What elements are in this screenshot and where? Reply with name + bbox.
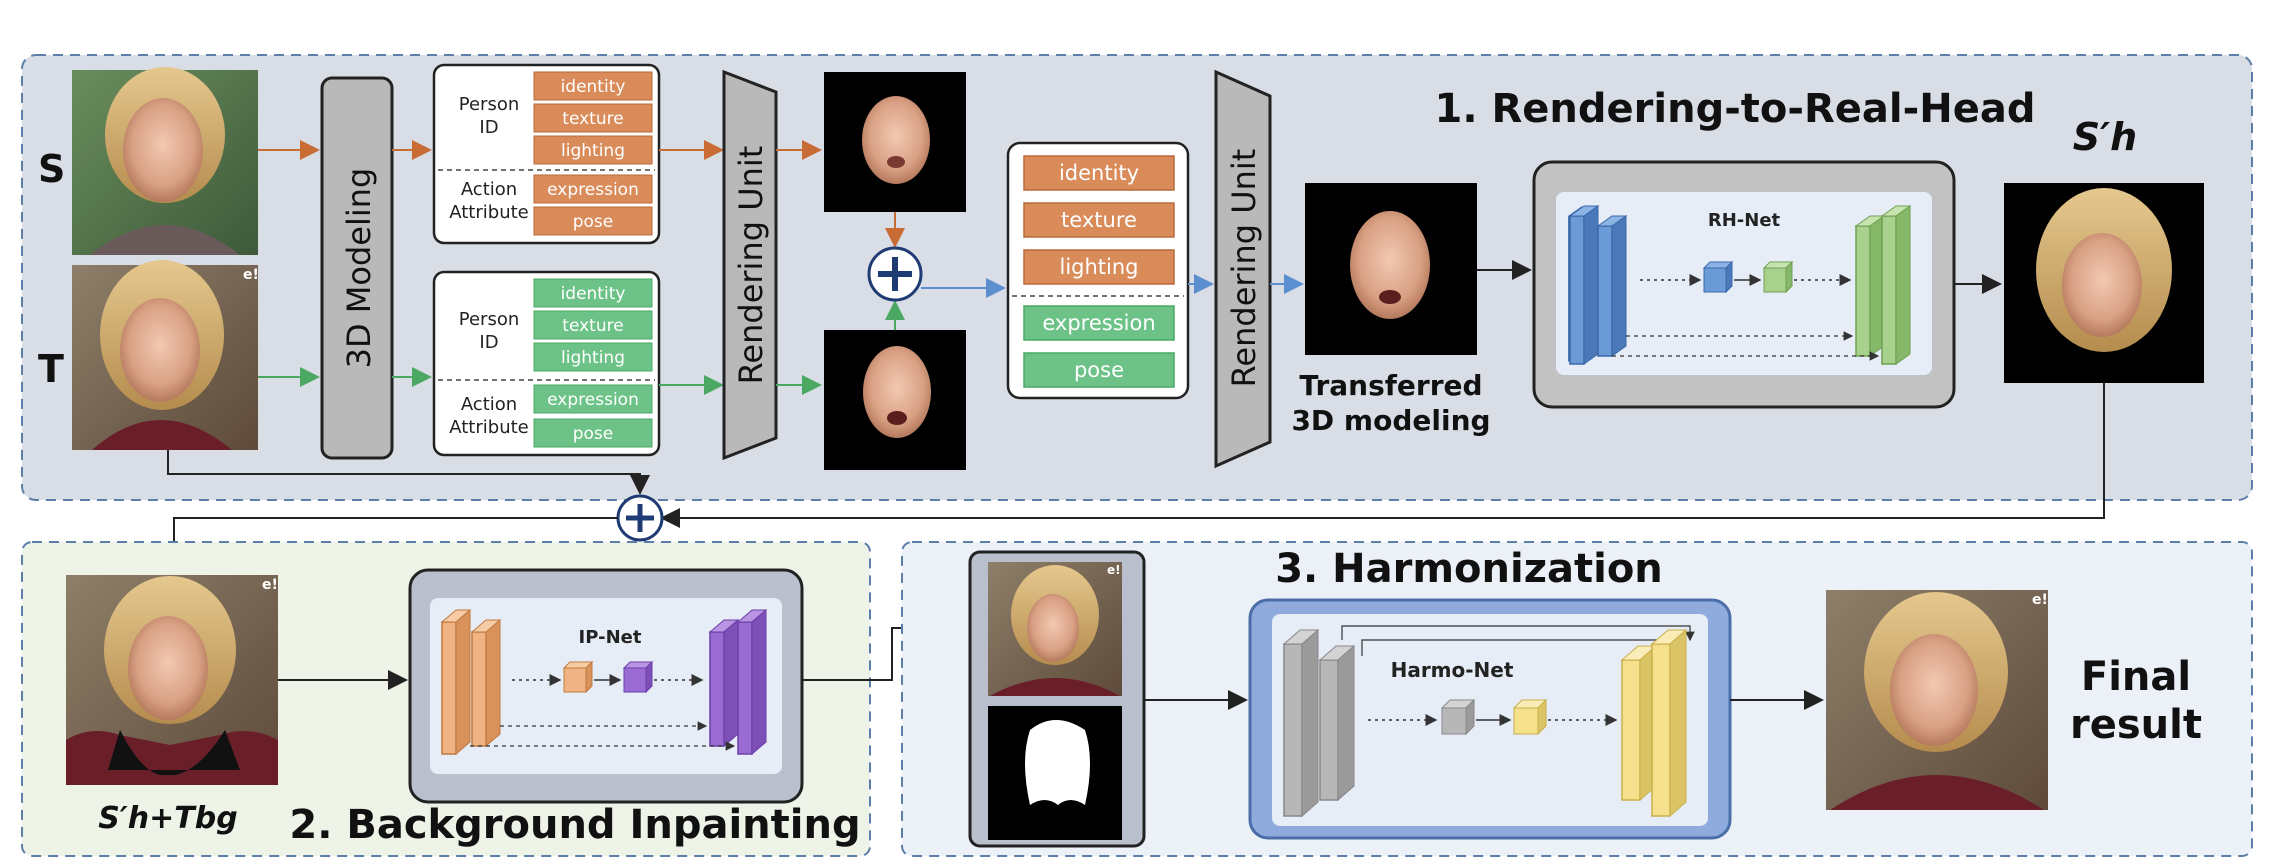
- watermark-stage3: e!: [1107, 563, 1121, 577]
- rendering-unit-2-label: Rendering Unit: [1225, 149, 1263, 388]
- target-params-box: Person ID Action Attribute identity text…: [432, 270, 661, 457]
- watermark-t: e!: [243, 267, 259, 283]
- stage2-input-image: e!: [66, 575, 278, 785]
- ip-net-box: IP-Net: [408, 568, 804, 804]
- target-action-label-2: Attribute: [449, 417, 528, 438]
- final-label-2: result: [2070, 702, 2202, 748]
- source-person-label-1: Person: [459, 94, 520, 115]
- stage2-title: 2. Background Inpainting: [289, 802, 860, 848]
- target-person-label-1: Person: [459, 309, 520, 330]
- source-param-identity: identity: [561, 77, 626, 97]
- harmo-net-box: Harmo-Net: [1248, 598, 1732, 840]
- target-param-lighting: lighting: [561, 348, 625, 368]
- watermark-stage2: e!: [262, 577, 278, 593]
- watermark-final: e!: [2032, 592, 2048, 608]
- rendered-source-face: [824, 72, 966, 212]
- 3d-modeling-box: [320, 76, 394, 460]
- rendering-unit-1: Rendering Unit: [722, 69, 778, 461]
- transferred-label-2: 3D modeling: [1291, 404, 1490, 437]
- combined-param-lighting: lighting: [1059, 255, 1138, 279]
- target-param-expression: expression: [547, 390, 639, 410]
- final-label-1: Final: [2081, 654, 2191, 700]
- source-photo: [72, 67, 258, 255]
- source-person-label-2: ID: [479, 117, 498, 138]
- rh-net-label: RH-Net: [1708, 210, 1781, 231]
- final-result-image: e!: [1826, 590, 2048, 810]
- transferred-face: [1305, 183, 1477, 355]
- transferred-label-1: Transferred: [1299, 369, 1482, 402]
- combine-plus-icon-1: [867, 246, 923, 302]
- harmo-net-label: Harmo-Net: [1391, 658, 1514, 682]
- ip-net-label: IP-Net: [579, 627, 642, 648]
- label-s: S: [38, 147, 65, 191]
- source-param-texture: texture: [562, 109, 623, 129]
- combined-params-box: identity texture lighting expression pos…: [1006, 141, 1190, 400]
- rendering-unit-1-label: Rendering Unit: [732, 146, 770, 385]
- target-photo: e!: [72, 260, 259, 450]
- stage2-input-label: S′h+Tbg: [98, 801, 237, 836]
- combined-param-identity: identity: [1059, 161, 1139, 185]
- combined-param-pose: pose: [1074, 358, 1124, 382]
- 3d-modeling-label: 3D Modeling: [340, 168, 378, 369]
- stage1-output-image: [2004, 183, 2204, 383]
- stage3-title: 3. Harmonization: [1275, 546, 1663, 592]
- target-param-pose: pose: [573, 424, 614, 444]
- rh-net-box: RH-Net: [1532, 160, 1956, 409]
- source-param-pose: pose: [573, 212, 614, 232]
- rendered-target-face: [824, 330, 966, 470]
- combine-plus-icon-2: [616, 494, 664, 542]
- source-param-lighting: lighting: [561, 141, 625, 161]
- stage1-title: 1. Rendering-to-Real-Head: [1435, 86, 2036, 132]
- stage3-input-stack: e!: [968, 550, 1146, 848]
- source-param-expression: expression: [547, 180, 639, 200]
- source-action-label-2: Attribute: [449, 202, 528, 223]
- rendering-unit-2: Rendering Unit: [1214, 69, 1272, 469]
- target-person-label-2: ID: [479, 332, 498, 353]
- stage1-output-label: S′h: [2073, 115, 2137, 159]
- combined-param-texture: texture: [1061, 208, 1137, 232]
- target-action-label-1: Action: [461, 394, 517, 415]
- target-param-texture: texture: [562, 316, 623, 336]
- label-t: T: [38, 347, 64, 391]
- source-action-label-1: Action: [461, 179, 517, 200]
- combined-param-expression: expression: [1042, 311, 1155, 335]
- target-param-identity: identity: [561, 284, 626, 304]
- source-params-box: Person ID Action Attribute identity text…: [432, 63, 661, 245]
